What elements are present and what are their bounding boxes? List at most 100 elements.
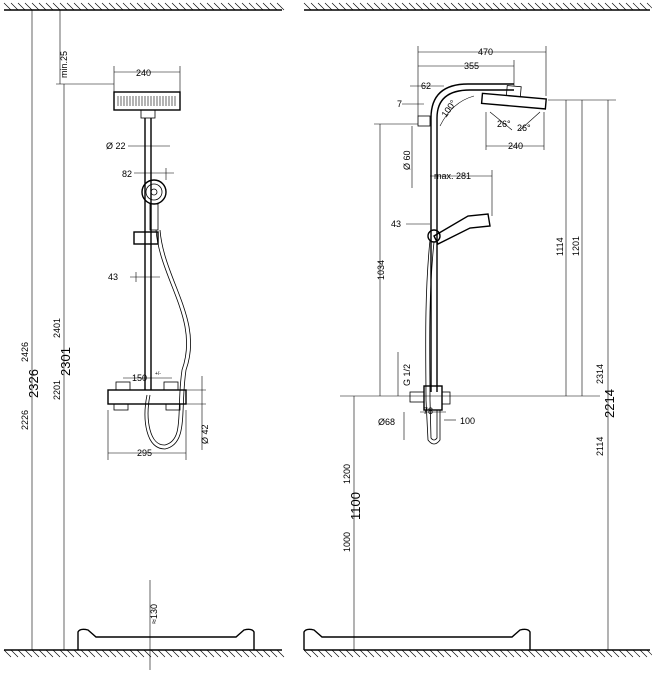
hatch-line bbox=[436, 649, 445, 658]
hatch-line bbox=[499, 649, 508, 658]
hatch-line bbox=[87, 2, 96, 11]
hatch-line bbox=[436, 2, 445, 11]
dim-150-tolerance: +/- bbox=[155, 371, 161, 377]
dim-2401: 2401 bbox=[52, 318, 62, 338]
hatch-line bbox=[45, 649, 54, 658]
hatch-line bbox=[108, 2, 117, 11]
dim-dia22: Ø 22 bbox=[106, 141, 126, 151]
hatch-line bbox=[345, 649, 354, 658]
hatch-line bbox=[10, 2, 19, 11]
hatch-line bbox=[394, 2, 403, 11]
hatch-line bbox=[171, 2, 180, 11]
hatch-line bbox=[164, 649, 173, 658]
hatch-line bbox=[380, 649, 389, 658]
hatch-line bbox=[52, 2, 61, 11]
hatch-line bbox=[303, 2, 312, 11]
hatch-line bbox=[380, 2, 389, 11]
dim-g12: G 1/2 bbox=[402, 364, 412, 386]
hatch-line bbox=[478, 2, 487, 11]
shower-side-view bbox=[409, 83, 547, 445]
dim-angle26a: 26° bbox=[497, 119, 511, 129]
hatch-line bbox=[227, 2, 236, 11]
hatch-line bbox=[527, 2, 536, 11]
hatch-line bbox=[541, 649, 550, 658]
hatch-line bbox=[52, 649, 61, 658]
hatch-line bbox=[562, 2, 571, 11]
hatch-line bbox=[387, 2, 396, 11]
hatch-line bbox=[429, 2, 438, 11]
dim-1000: 1000 bbox=[342, 532, 352, 552]
hatch-line bbox=[548, 649, 557, 658]
hatch-line bbox=[310, 649, 319, 658]
hatch-line bbox=[408, 2, 417, 11]
hatch-line bbox=[590, 649, 599, 658]
hatch-line bbox=[276, 2, 285, 11]
dim-2214: 2214 bbox=[602, 389, 617, 418]
hatch-line bbox=[164, 2, 173, 11]
hatch-line bbox=[206, 2, 215, 11]
hatch-line bbox=[248, 649, 257, 658]
hatch-line bbox=[324, 2, 333, 11]
hatch-line bbox=[115, 649, 124, 658]
hatch-line bbox=[220, 2, 229, 11]
hatch-line bbox=[31, 649, 40, 658]
dim-43-left: 43 bbox=[108, 272, 118, 282]
hatch-line bbox=[359, 649, 368, 658]
hatch-line bbox=[241, 649, 250, 658]
hatch-line bbox=[450, 2, 459, 11]
hatch-line bbox=[129, 2, 138, 11]
hatch-line bbox=[597, 2, 606, 11]
hatch-line bbox=[646, 2, 652, 9]
hatch-line bbox=[359, 2, 368, 11]
dim-head-width: 240 bbox=[136, 68, 151, 78]
hatch-line bbox=[241, 2, 250, 11]
hatch-line bbox=[317, 649, 326, 658]
dim-82: 82 bbox=[122, 169, 132, 179]
hatch-line bbox=[527, 649, 536, 658]
dim-62: 62 bbox=[421, 81, 431, 91]
hatch-line bbox=[178, 2, 187, 11]
hatch-line bbox=[338, 649, 347, 658]
hatch-line bbox=[492, 2, 501, 11]
hatch-line bbox=[492, 649, 501, 658]
hatch-line bbox=[471, 649, 480, 658]
hatch-line bbox=[213, 649, 222, 658]
hatch-line bbox=[38, 2, 47, 11]
hatch-line bbox=[646, 649, 652, 656]
hatch-line bbox=[639, 2, 648, 11]
dim-dia42: Ø 42 bbox=[200, 424, 210, 444]
hatch-line bbox=[520, 649, 529, 658]
hatch-line bbox=[255, 649, 264, 658]
hatch-line bbox=[632, 2, 641, 11]
hatch-line bbox=[3, 2, 12, 11]
hatch-line bbox=[422, 649, 431, 658]
hatch-line bbox=[94, 2, 103, 11]
hatch-line bbox=[401, 649, 410, 658]
hatch-line bbox=[555, 2, 564, 11]
hatch-line bbox=[632, 649, 641, 658]
hatch-line bbox=[185, 2, 194, 11]
hatch-line bbox=[136, 2, 145, 11]
dim-355: 355 bbox=[464, 61, 479, 71]
dim-min25: min.25 bbox=[59, 51, 69, 78]
dim-1200: 1200 bbox=[342, 464, 352, 484]
hatch-line bbox=[80, 2, 89, 11]
hatch-line bbox=[604, 2, 613, 11]
hatch-line bbox=[234, 649, 243, 658]
hatch-line bbox=[199, 2, 208, 11]
hatch-line bbox=[604, 649, 613, 658]
hatch-line bbox=[513, 2, 522, 11]
hatch-line bbox=[534, 649, 543, 658]
shower-front-view bbox=[107, 91, 191, 450]
hatch-line bbox=[590, 2, 599, 11]
hatch-line bbox=[38, 649, 47, 658]
dim-470: 470 bbox=[478, 47, 493, 57]
hatch-line bbox=[17, 649, 26, 658]
hatch-line bbox=[73, 2, 82, 11]
hatch-line bbox=[625, 649, 634, 658]
hatch-line bbox=[450, 649, 459, 658]
hatch-line bbox=[611, 649, 620, 658]
hatch-line bbox=[157, 2, 166, 11]
hatch-line bbox=[24, 649, 33, 658]
dim-150: 150 bbox=[132, 373, 147, 383]
